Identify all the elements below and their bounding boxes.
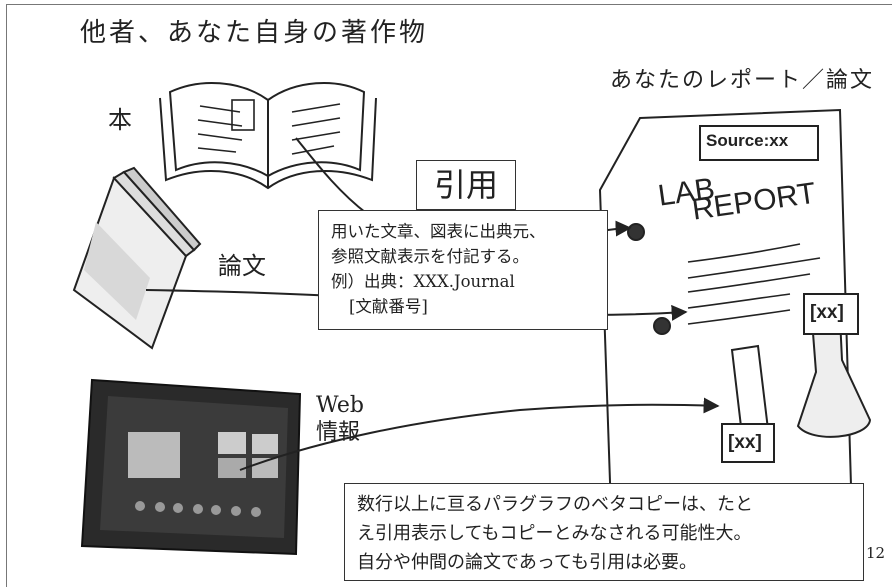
arrow-web-to-report xyxy=(239,397,720,471)
warning-note-box: 数行以上に亘るパラグラフのベタコピーは、たと え引用表示してもコピーとみなされる… xyxy=(344,483,864,581)
report-tag-bottom: [xx] xyxy=(728,432,762,453)
slide-frame xyxy=(6,4,892,587)
note-line-2: え引用表示してもコピーとみなされる可能性大。 xyxy=(357,523,752,544)
page-number: 12 xyxy=(866,544,886,562)
slide-title: 他者、あなた自身の著作物 xyxy=(80,18,429,48)
book-icon xyxy=(159,82,377,190)
web-label-line2: 情報 xyxy=(316,420,361,445)
paper-icon xyxy=(72,166,202,350)
tablet-icon xyxy=(80,378,302,556)
lab-report-icon xyxy=(598,108,872,542)
citation-box: 用いた文章、図表に出典元、 参照文献表示を付記する。 例）出典：XXX.Jour… xyxy=(318,210,608,330)
quote-heading: 引用 xyxy=(416,160,516,210)
citation-line-2: 参照文献表示を付記する。 xyxy=(331,247,529,266)
citation-line-4: [文献番号] xyxy=(349,297,428,316)
report-tag-right: [xx] xyxy=(810,302,844,323)
citation-line-3: 例）出典：XXX.Journal xyxy=(331,272,515,291)
web-label-line1: Web xyxy=(316,393,364,418)
report-source-tag: Source:xx xyxy=(706,131,789,150)
note-line-3: 自分や仲間の論文であっても引用は必要。 xyxy=(357,552,698,573)
paper-label: 論文 xyxy=(218,252,266,280)
web-label: Web 情報 xyxy=(316,392,364,446)
report-heading: あなたのレポート／論文 xyxy=(610,68,875,93)
book-label: 本 xyxy=(108,106,132,134)
note-line-1: 数行以上に亘るパラグラフのベタコピーは、たと xyxy=(357,494,753,515)
citation-line-1: 用いた文章、図表に出典元、 xyxy=(331,222,546,241)
